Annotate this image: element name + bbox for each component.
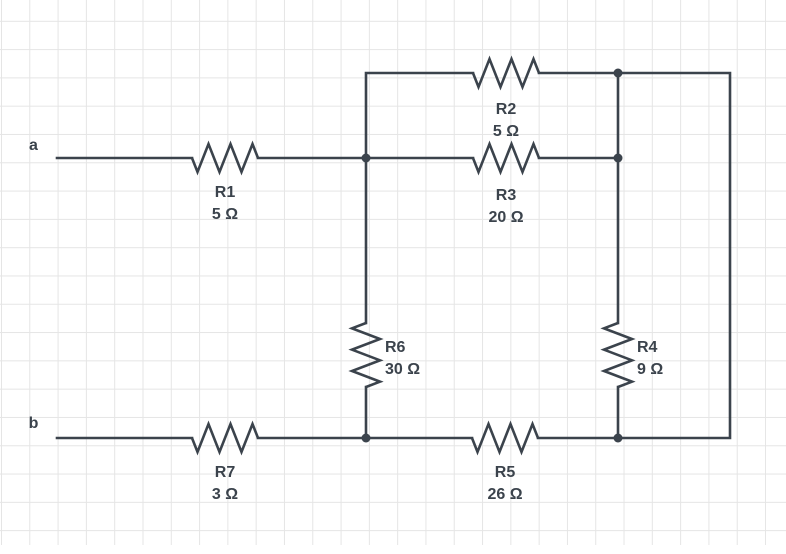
resistor-r4-zigzag-icon[interactable] (600, 321, 636, 389)
resistor-r7-zigzag-icon[interactable] (190, 420, 260, 456)
terminal-b-label[interactable]: b (29, 415, 39, 432)
resistor-r7-value[interactable]: 3 Ω (212, 486, 238, 503)
resistor-r5[interactable] (470, 420, 540, 456)
resistor-r3-zigzag-icon[interactable] (471, 140, 541, 176)
resistor-r6-name[interactable]: R6 (385, 339, 406, 356)
resistor-r2-name[interactable]: R2 (496, 101, 517, 118)
resistor-r4[interactable] (600, 321, 636, 389)
resistor-r6-value[interactable]: 30 Ω (385, 361, 420, 378)
resistor-r5-value[interactable]: 26 Ω (487, 486, 522, 503)
resistor-r7-name[interactable]: R7 (215, 464, 236, 481)
resistor-r1-value[interactable]: 5 Ω (212, 206, 238, 223)
resistor-r1-zigzag-icon[interactable] (190, 140, 260, 176)
junction-dot (613, 68, 623, 78)
resistor-r2-value[interactable]: 5 Ω (493, 123, 519, 140)
resistor-r5-name[interactable]: R5 (495, 464, 516, 481)
resistor-r1[interactable] (190, 140, 260, 176)
resistor-r2-zigzag-icon[interactable] (471, 55, 541, 91)
resistor-r6[interactable] (348, 321, 384, 389)
resistor-r4-name[interactable]: R4 (637, 339, 658, 356)
terminal-a-label[interactable]: a (29, 137, 38, 154)
junction-dot (613, 153, 623, 163)
resistor-r6-zigzag-icon[interactable] (348, 321, 384, 389)
resistor-r7[interactable] (190, 420, 260, 456)
junction-dot (361, 433, 371, 443)
resistor-r3-value[interactable]: 20 Ω (488, 209, 523, 226)
resistor-r5-zigzag-icon[interactable] (470, 420, 540, 456)
resistor-r4-value[interactable]: 9 Ω (637, 361, 663, 378)
resistor-r1-name[interactable]: R1 (215, 184, 236, 201)
resistor-r3-name[interactable]: R3 (496, 187, 517, 204)
resistor-r3[interactable] (471, 140, 541, 176)
junction-dot (361, 153, 371, 163)
junction-dot (613, 433, 623, 443)
resistor-r2[interactable] (471, 55, 541, 91)
